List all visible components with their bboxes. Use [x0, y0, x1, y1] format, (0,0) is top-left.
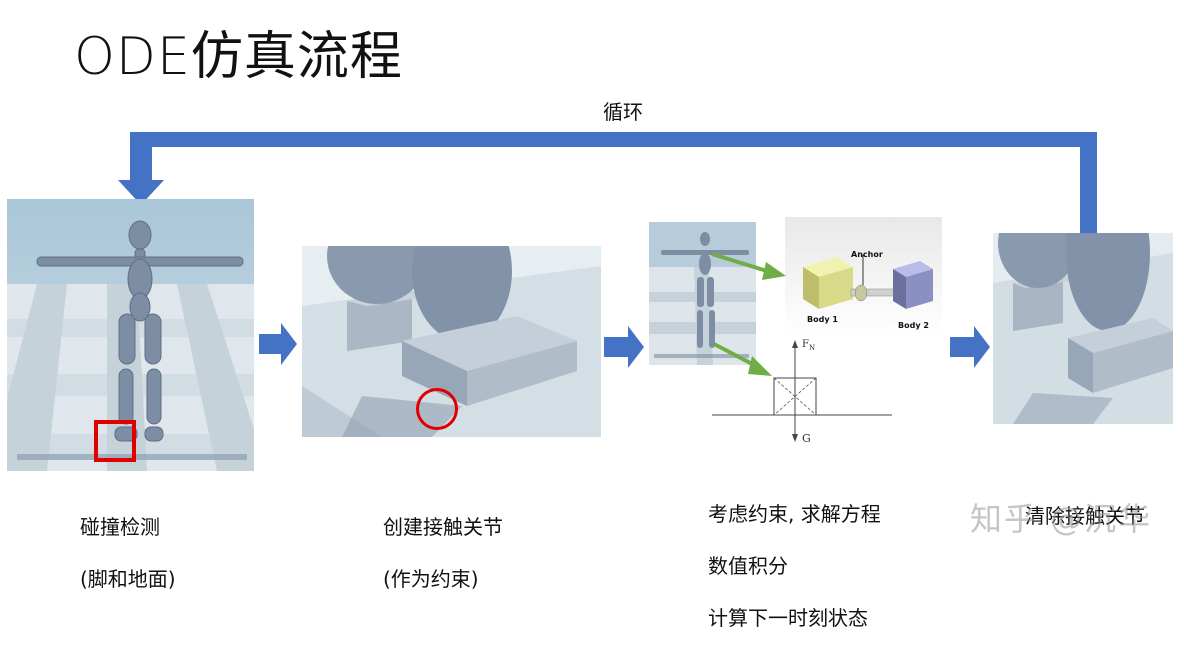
foot-highlight-box: [94, 420, 136, 462]
page-title: ODE仿真流程: [74, 27, 403, 87]
body1-label: Body 1: [807, 315, 838, 324]
flow-arrow-2: [604, 326, 644, 368]
step4-caption: 清除接触关节: [1025, 477, 1145, 555]
scene-clear-contact: [993, 233, 1173, 424]
step2-line2: (作为约束): [383, 567, 479, 591]
step3-line2: 数值积分: [708, 554, 788, 578]
step1-line1: 碰撞检测: [80, 515, 160, 539]
normal-force-label: FN: [802, 339, 816, 352]
gravity-label: G: [802, 432, 811, 445]
step3-caption: 考虑约束, 求解方程 数值积分 计算下一时刻状态: [708, 475, 881, 657]
step1-caption: 碰撞检测 (脚和地面): [80, 488, 176, 618]
flow-arrow-1: [259, 323, 297, 365]
scene-contact-joint: [302, 246, 601, 437]
step2-caption: 创建接触关节 (作为约束): [383, 488, 503, 618]
force-diagram: [712, 340, 892, 442]
flow-arrow-3: [950, 326, 990, 368]
loop-arrow: [118, 132, 1097, 236]
watermark: 知乎 @沉华: [970, 500, 1153, 538]
scene-solver-humanoid: [649, 222, 756, 365]
step3-line3: 计算下一时刻状态: [708, 606, 868, 630]
joint-diagram: Anchor Body 1 Body 2: [785, 217, 942, 335]
body2-label: Body 2: [898, 321, 929, 330]
loop-label: 循环: [603, 100, 643, 124]
step3-line1: 考虑约束, 求解方程: [708, 502, 881, 526]
step1-line2: (脚和地面): [80, 567, 176, 591]
scene-collision-detection: [7, 199, 254, 471]
contact-highlight-circle: [416, 388, 458, 430]
green-pointer-arrows: [711, 252, 786, 376]
anchor-label: Anchor: [851, 250, 883, 259]
step4-line1: 清除接触关节: [1025, 504, 1145, 528]
step2-line1: 创建接触关节: [383, 515, 503, 539]
